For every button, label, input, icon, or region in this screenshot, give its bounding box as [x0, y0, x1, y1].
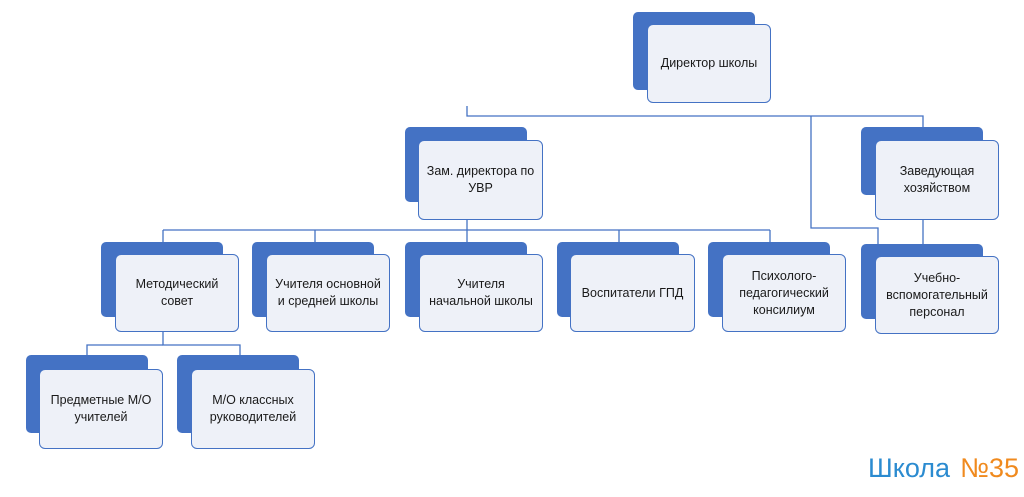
node-psych-box: Психолого-педагогический консилиум — [722, 254, 846, 332]
node-deputy-box: Зам. директора по УВР — [418, 140, 543, 220]
node-teachers-main-box: Учителя основной и средней школы — [266, 254, 390, 332]
node-director-box: Директор школы — [647, 24, 771, 103]
school-logo-number: №35 — [960, 453, 1020, 483]
connector-to-subject-mo — [86, 344, 163, 355]
node-subject-mo-box: Предметные М/О учителей — [39, 369, 163, 449]
node-class-mo-box: М/О классных руководителей — [191, 369, 315, 449]
node-housekeeper-box: Заведующая хозяйством — [875, 140, 999, 220]
connector-to-housekeeper — [811, 115, 924, 128]
node-gpd-box: Воспитатели ГПД — [570, 254, 695, 332]
node-teachers-primary-box: Учителя начальной школы — [419, 254, 543, 332]
node-method-council-box: Методический совет — [115, 254, 239, 332]
connector-director-deputy — [466, 106, 811, 117]
school-logo: Школа №35 — [868, 452, 1019, 484]
connector-director-support-staff — [810, 116, 879, 245]
connector-method-council-down — [162, 332, 241, 355]
school-logo-word: Школа — [868, 453, 951, 483]
node-support-staff-box: Учебно-вспомогательный персонал — [875, 256, 999, 334]
